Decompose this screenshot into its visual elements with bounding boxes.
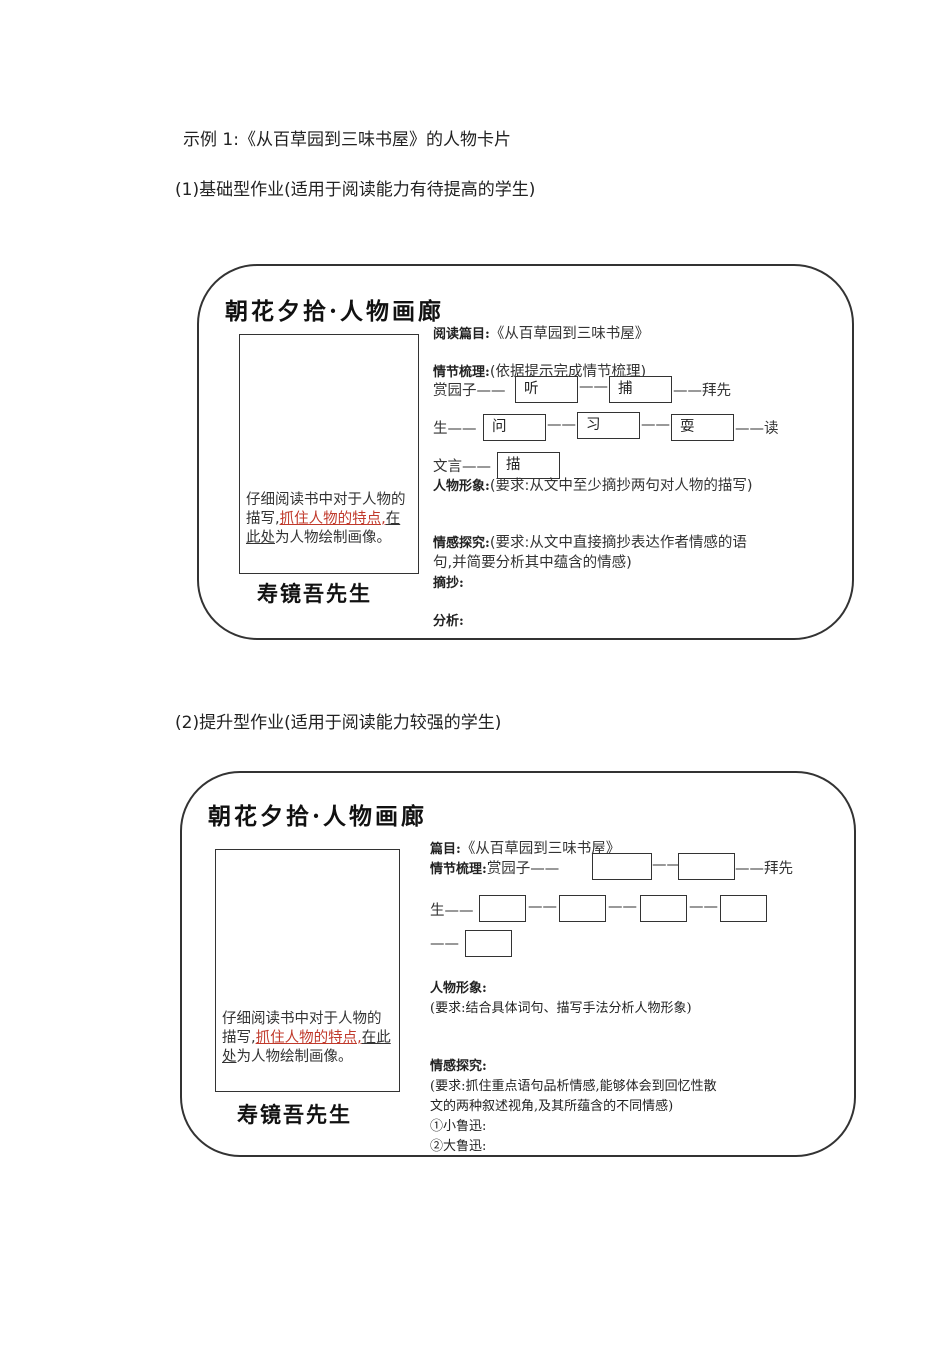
portrait-drawing-area[interactable]: 仔细阅读书中对于人物的描写,抓住人物的特点,在此处为人物绘制画像。 (215, 849, 400, 1092)
reading-line: 篇目:《从百草园到三味书屋》 (430, 841, 621, 857)
portrait-instruction: 仔细阅读书中对于人物的描写,抓住人物的特点,在此处为人物绘制画像。 (222, 1011, 391, 1065)
plot-joiner: —— (608, 899, 637, 915)
young-luxun-item: ①小鲁迅: (430, 1119, 487, 1134)
emotion-requirement-1: (要求:抓住重点语句品析情感,能够体会到回忆性散 (430, 1079, 717, 1094)
plot-row2-start: 生—— (430, 903, 474, 919)
image-requirement: (要求:结合具体词句、描写手法分析人物形象) (430, 1001, 692, 1016)
portrait-drawing-area[interactable]: 仔细阅读书中对于人物的描写,抓住人物的特点,在此处为人物绘制画像。 (239, 334, 419, 574)
character-card-advanced: 朝花夕拾·人物画廊 仔细阅读书中对于人物的描写,抓住人物的特点,在此处为人物绘制… (180, 771, 856, 1157)
plot-box-4[interactable] (559, 895, 606, 922)
plot-box-3[interactable] (479, 895, 526, 922)
emotion-line-2: 句,并简要分析其中蕴含的情感) (433, 555, 632, 571)
plot-joiner: —— (528, 899, 557, 915)
emotion-requirement-2: 文的两种叙述视角,及其所蕴含的不同情感) (430, 1099, 674, 1114)
plot-box-5[interactable] (640, 895, 687, 922)
plot-box-ask[interactable]: 问 (483, 414, 546, 441)
image-label: 人物形象: (430, 981, 487, 996)
card-title: 朝花夕拾·人物画廊 (208, 803, 428, 830)
plot-box-1[interactable] (592, 853, 652, 880)
plot-row1-end: ——拜先 (673, 383, 731, 399)
plot-row3-start: —— (430, 936, 459, 952)
plot-joiner: —— (689, 899, 718, 915)
plot-row2-end: ——读 (735, 421, 779, 437)
section1-heading: (1)基础型作业(适用于阅读能力有待提高的学生) (175, 180, 536, 200)
excerpt-label: 摘抄: (433, 576, 464, 591)
analysis-label: 分析: (433, 614, 464, 629)
plot-row3-start: 文言—— (433, 459, 491, 475)
plot-row1-end: ——拜先 (735, 861, 793, 877)
section2-heading: (2)提升型作业(适用于阅读能力较强的学生) (175, 713, 502, 733)
portrait-caption: 寿镜吾先生 (257, 581, 372, 606)
plot-box-7[interactable] (465, 930, 512, 957)
emotion-label: 情感探究: (430, 1059, 487, 1074)
plot-row1-start: 赏园子—— (433, 383, 506, 399)
plot-joiner: —— (579, 379, 608, 395)
plot-joiner: —— (652, 857, 681, 873)
intro-line: 示例 1:《从百草园到三味书屋》的人物卡片 (183, 130, 511, 150)
plot-box-catch[interactable]: 捕 (609, 376, 672, 403)
adult-luxun-item: ②大鲁迅: (430, 1139, 487, 1154)
plot-box-practice[interactable]: 习 (577, 412, 640, 439)
plot-box-2[interactable] (678, 853, 735, 880)
plot-box-6[interactable] (720, 895, 767, 922)
plot-joiner: —— (547, 417, 576, 433)
plot-box-listen[interactable]: 听 (515, 376, 578, 403)
character-card-basic: 朝花夕拾·人物画廊 仔细阅读书中对于人物的描写,抓住人物的特点,在此处为人物绘制… (197, 264, 854, 640)
portrait-instruction: 仔细阅读书中对于人物的描写,抓住人物的特点,在此处为人物绘制画像。 (246, 492, 406, 546)
plot-row2-start: 生—— (433, 421, 477, 437)
card-title: 朝花夕拾·人物画廊 (225, 298, 445, 325)
emotion-line: 情感探究:(要求:从文中直接摘抄表达作者情感的语 (433, 535, 747, 551)
portrait-caption: 寿镜吾先生 (237, 1102, 352, 1127)
plot-joiner: —— (641, 417, 670, 433)
plot-box-play[interactable]: 耍 (671, 414, 734, 441)
reading-line: 阅读篇目:《从百草园到三味书屋》 (433, 326, 650, 342)
plot-box-trace[interactable]: 描 (497, 452, 560, 479)
plot-line: 情节梳理:赏园子—— (430, 861, 560, 877)
image-line: 人物形象:(要求:从文中至少摘抄两句对人物的描写) (433, 478, 753, 494)
